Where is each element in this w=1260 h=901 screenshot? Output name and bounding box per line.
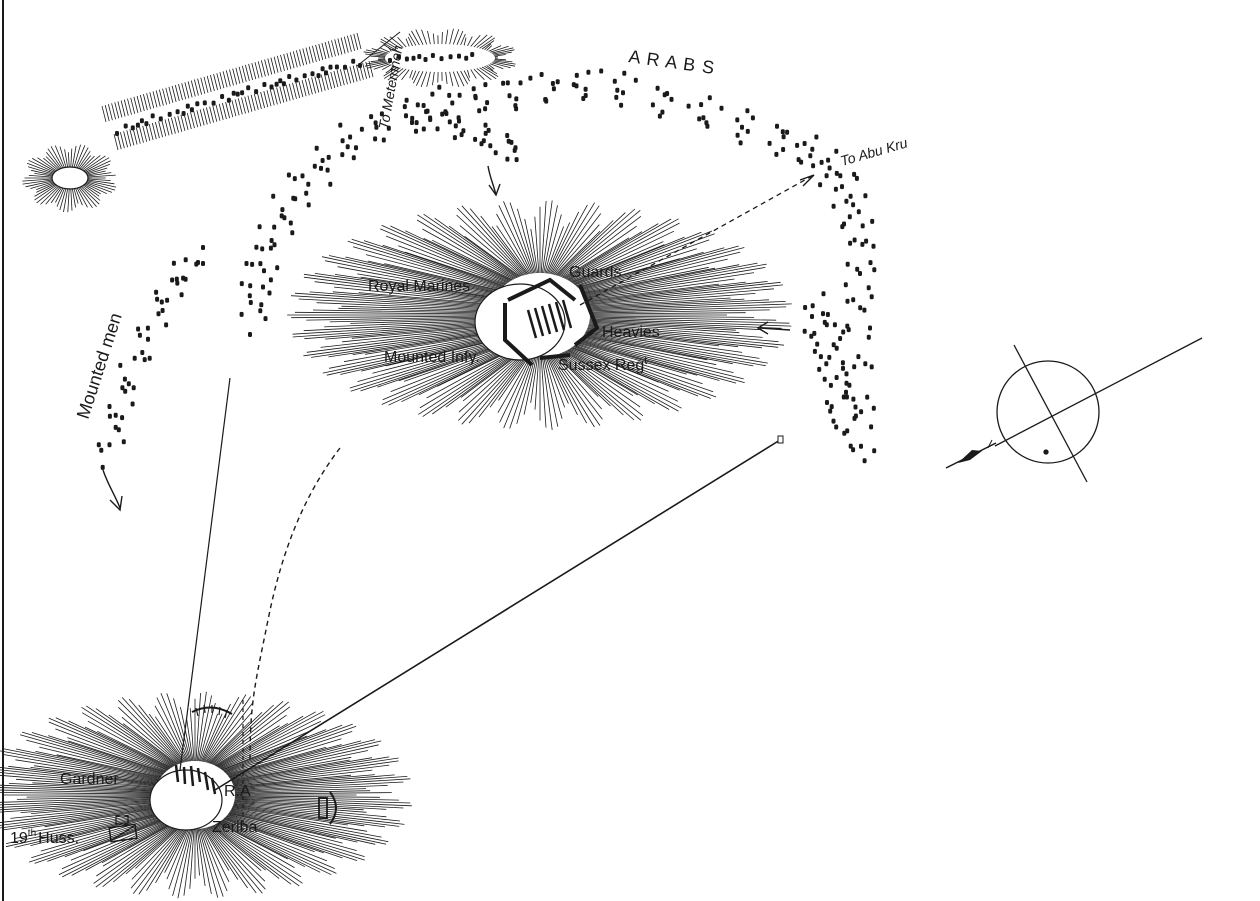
small-hill-top (51, 166, 89, 190)
arrowheads (102, 165, 815, 512)
mounted-men-column (96, 245, 205, 470)
label-ra: R.A (224, 783, 251, 800)
label-heavies: Heavies (602, 324, 660, 341)
dashed-route-zeriba (249, 447, 341, 761)
central-hill-top (474, 283, 566, 361)
label-guards: Guards (569, 264, 621, 281)
ridge-hill-east (363, 28, 516, 88)
zeriba-hill-top (149, 769, 223, 831)
british-square (503, 277, 600, 367)
route-line-left (179, 377, 231, 771)
hussars-position (108, 823, 138, 843)
routes (179, 175, 813, 830)
square-interior (526, 299, 573, 339)
direction-arrow-icon (945, 439, 997, 469)
arab-arc-inner (410, 103, 519, 163)
hills-group (0, 28, 792, 899)
ridge-dots-east (388, 52, 475, 63)
label-royal-marines: Royal Marines (368, 278, 470, 295)
square-side-right (573, 284, 600, 347)
label-gardner: Gardner (60, 771, 119, 788)
ridge-dots (115, 58, 362, 136)
label-mounted-men: Mounted men (73, 310, 126, 421)
label-zeriba: Zeriba (212, 819, 257, 836)
map-labels: A R A B S To Metemneh To Abu Kru Mounted… (10, 44, 909, 847)
small-hill (22, 144, 117, 213)
arab-forces (96, 52, 877, 470)
arab-right-cluster (802, 291, 863, 449)
label-mounted-infy: Mounted Infy. (384, 349, 480, 366)
central-hill (287, 200, 792, 430)
label-sussex-regt: Sussex Regt (558, 355, 647, 374)
zeriba-hill (0, 691, 412, 899)
zeriba-details (108, 704, 337, 843)
gardner-guns (174, 764, 217, 795)
ridge-hill-west (101, 32, 374, 151)
route-line-long (214, 439, 781, 791)
label-to-abu-kru: To Abu Kru (838, 134, 909, 168)
square-side-left (503, 303, 534, 367)
label-arabs: A R A B S (627, 46, 716, 78)
compass-icon (994, 337, 1203, 483)
hill-outlines (51, 166, 566, 831)
redoubt-right (318, 797, 328, 819)
square-side-top (507, 277, 577, 302)
arab-arc-main (239, 68, 877, 464)
square-side-bottom (539, 353, 571, 360)
